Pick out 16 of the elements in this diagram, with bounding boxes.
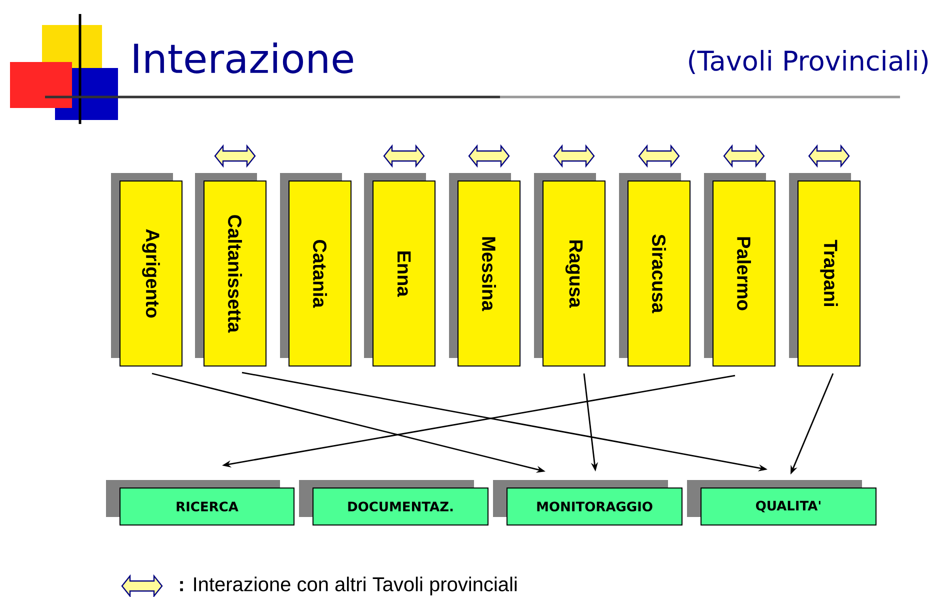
province-box: Siracusa bbox=[619, 173, 690, 366]
area-box: DOCUMENTAZ. bbox=[299, 480, 488, 526]
province-box: Catania bbox=[280, 173, 352, 366]
title: Interazione bbox=[134, 42, 354, 74]
province-box: Palermo bbox=[704, 173, 776, 366]
legend-text: : Interazione con altri Tavoli provinciali bbox=[180, 576, 517, 596]
area-box: QUALITA' bbox=[687, 480, 876, 526]
province-box: Messina bbox=[449, 173, 520, 366]
area-box: MONITORAGGIO bbox=[493, 480, 682, 526]
province-box: Ragusa bbox=[534, 173, 606, 366]
province-box: Agrigento bbox=[111, 173, 182, 366]
province-box: Caltanissetta bbox=[195, 173, 266, 366]
province-box: Enna bbox=[364, 173, 436, 366]
subtitle: (Tavoli Provinciali) bbox=[689, 50, 928, 74]
province-box: Trapani bbox=[789, 173, 860, 366]
area-box: RICERCA bbox=[106, 480, 294, 526]
